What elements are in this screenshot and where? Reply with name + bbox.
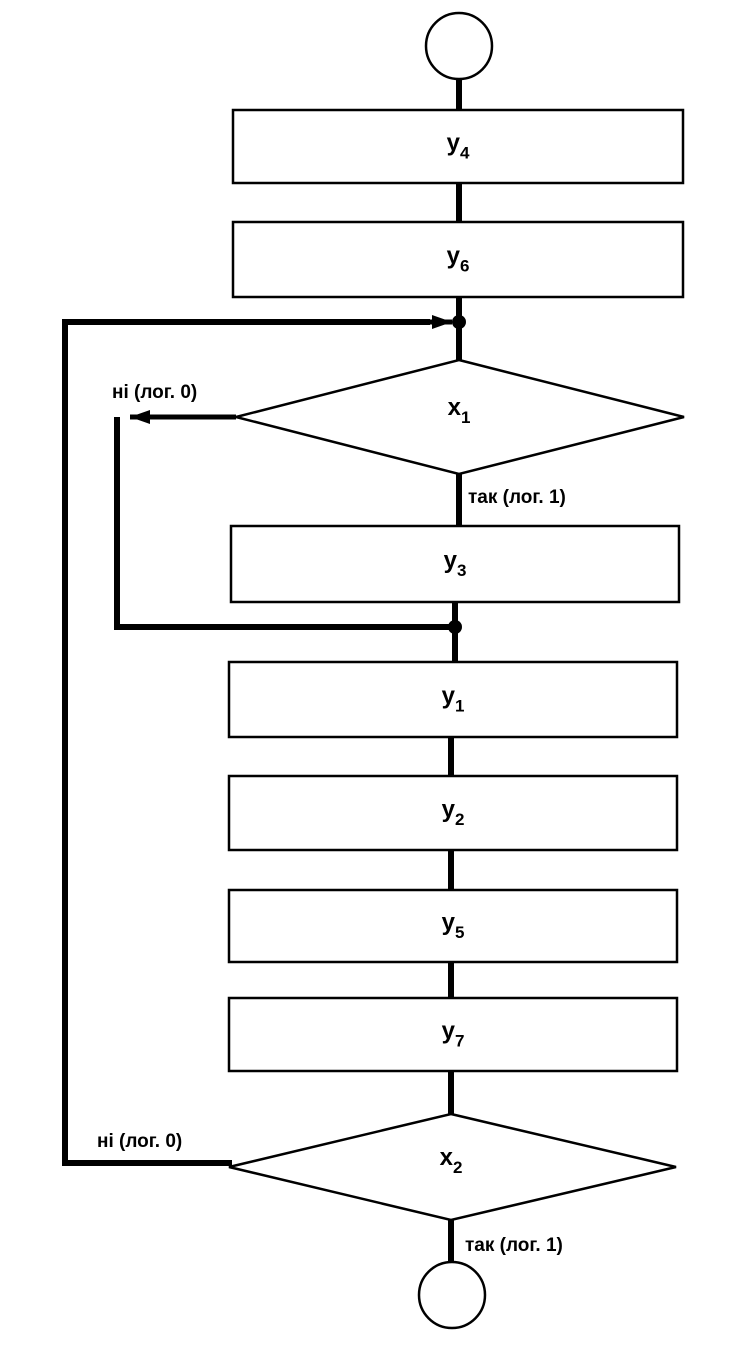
- junction-dot-top: [452, 315, 466, 329]
- process-block-y5: y5: [227, 888, 679, 964]
- process-block-label: y3: [444, 547, 467, 580]
- branch-label-yes: так (лог. 1): [468, 487, 566, 508]
- branch-label-no: ні (лог. 0): [112, 382, 197, 403]
- process-blocks: y4 y6 y3 y1 y2 y5 y7: [227, 108, 685, 1073]
- decision-blocks: x1 ні (лог. 0) так (лог. 1) x2 ні (лог. 0) та…: [97, 358, 685, 1256]
- process-block-label: y4: [447, 130, 470, 163]
- process-block-label: y1: [442, 683, 465, 716]
- process-block-rect: [227, 888, 679, 964]
- process-block-label: y6: [447, 243, 470, 276]
- process-block-y6: y6: [231, 220, 685, 299]
- process-block-rect: [229, 524, 681, 604]
- process-block-y1: y1: [227, 660, 679, 739]
- process-block-rect: [231, 108, 685, 185]
- process-block-y7: y7: [227, 996, 679, 1073]
- decision-label: x2: [440, 1144, 463, 1177]
- start-terminal: [424, 11, 494, 81]
- decision-x2: x2 ні (лог. 0) так (лог. 1): [97, 1112, 677, 1256]
- process-block-label: y5: [442, 909, 465, 942]
- edge-x2-no-loop: [62, 319, 430, 1166]
- branch-label-no: ні (лог. 0): [97, 1131, 182, 1152]
- process-block-y3: y3: [229, 524, 681, 604]
- branch-label-yes: так (лог. 1): [465, 1235, 563, 1256]
- decision-label: x1: [448, 394, 471, 427]
- decision-diamond: [235, 358, 685, 476]
- edge-x1-no-bypass: [114, 417, 455, 630]
- junction-dot-middle: [448, 620, 462, 634]
- process-block-label: y2: [442, 796, 465, 829]
- end-terminal: [417, 1260, 487, 1330]
- decision-diamond: [228, 1112, 677, 1222]
- process-block-rect: [227, 660, 679, 739]
- process-block-rect: [231, 220, 685, 299]
- process-block-y4: y4: [231, 108, 685, 185]
- decision-x1: x1 ні (лог. 0) так (лог. 1): [112, 358, 685, 508]
- process-block-label: y7: [442, 1018, 465, 1051]
- connectors: [62, 78, 466, 1262]
- process-block-rect: [227, 996, 679, 1073]
- process-block-rect: [227, 774, 679, 852]
- process-block-y2: y2: [227, 774, 679, 852]
